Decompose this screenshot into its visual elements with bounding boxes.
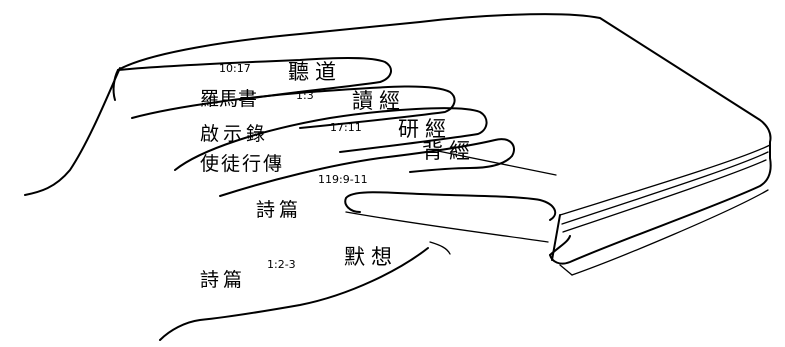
finger-2-action: 讀經 bbox=[352, 89, 406, 113]
finger-3-action: 研經 bbox=[398, 117, 452, 141]
thumb-ref: 1:2-3 bbox=[267, 258, 296, 271]
thumb-action: 默想 bbox=[344, 245, 398, 269]
finger-1-ref: 10:17 bbox=[219, 62, 251, 75]
finger-3-book: 使徒行傳 bbox=[200, 153, 284, 175]
finger-3-ref: 17:11 bbox=[330, 121, 362, 134]
finger-1-book: 羅馬書 bbox=[200, 88, 257, 110]
finger-2-ref: 1:3 bbox=[296, 89, 314, 102]
bible-book-icon bbox=[112, 13, 772, 276]
finger-4-action: 背經 bbox=[422, 139, 476, 163]
finger-4-label: 詩篇 119:9-11 背經 bbox=[256, 139, 476, 221]
thumb-book: 詩篇 bbox=[200, 269, 246, 291]
finger-2-book: 啟示錄 bbox=[200, 123, 269, 145]
finger-1-action: 聽道 bbox=[288, 60, 342, 84]
finger-3-label: 使徒行傳 17:11 研經 bbox=[200, 117, 452, 175]
finger-4-ref: 119:9-11 bbox=[318, 173, 368, 186]
finger-4-book: 詩篇 bbox=[256, 199, 302, 221]
hand-icon bbox=[24, 57, 557, 341]
finger-1-label: 羅馬書 10:17 聽道 bbox=[200, 60, 342, 110]
finger-2-label: 啟示錄 1:3 讀經 bbox=[200, 89, 406, 145]
thumb-label: 詩篇 1:2-3 默想 bbox=[200, 245, 398, 291]
